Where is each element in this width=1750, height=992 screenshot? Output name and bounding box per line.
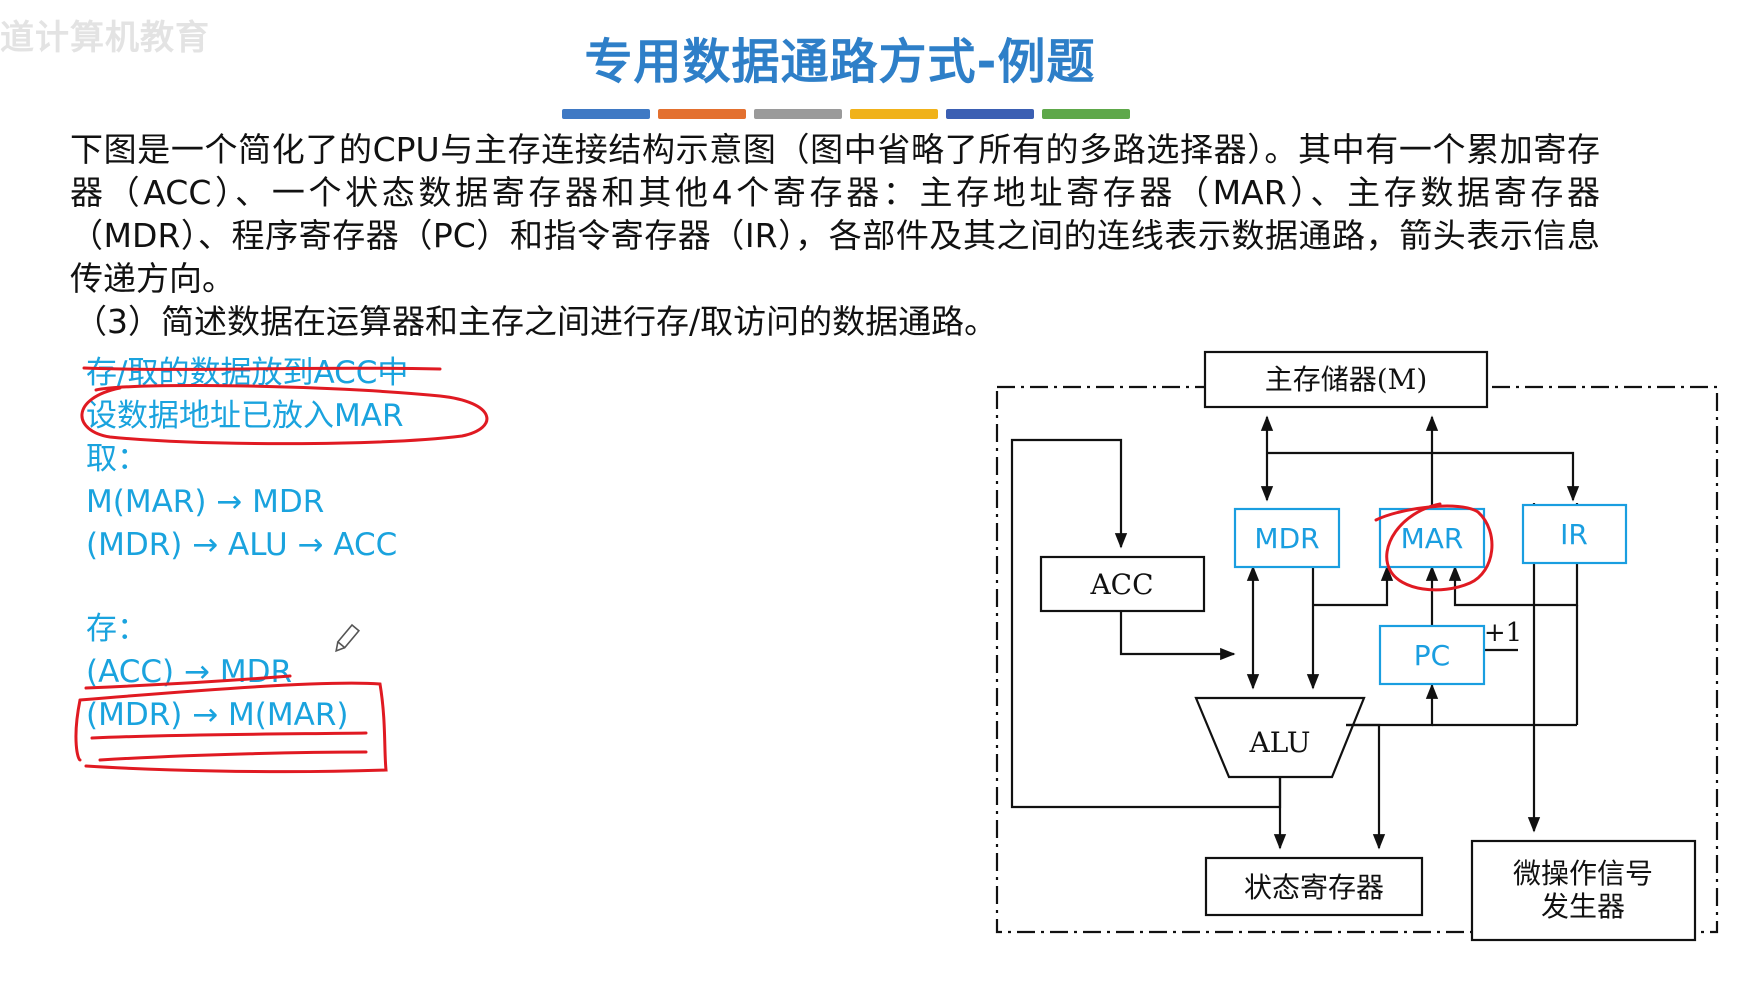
slide-title: 专用数据通路方式-例题 (584, 34, 1096, 90)
mdr-label: MDR (1254, 522, 1319, 555)
micro-op-label-1: 微操作信号 (1513, 857, 1653, 890)
ir-label: IR (1560, 518, 1588, 551)
alu-label: ALU (1249, 726, 1311, 759)
acc-label: ACC (1089, 568, 1153, 601)
cpu-boundary (995, 385, 1719, 934)
fetch-step-1: M(MAR) → MDR (86, 484, 325, 520)
color-bar-5 (946, 109, 1034, 119)
question-paragraph: 下图是一个简化了的CPU与主存连接结构示意图（图中省略了所有的多路选择器）。其中… (70, 130, 1600, 298)
mar-label: MAR (1401, 522, 1464, 555)
underline-store-2b (98, 750, 368, 762)
store-label: 存： (86, 611, 148, 647)
watermark-logo: 道计算机教育 (0, 18, 210, 58)
answer-line-2: 设数据地址已放入MAR (86, 398, 404, 434)
cpu-memory-diagram: 主存储器(M) ACC ALU 状态寄存器 微操作信号 发生器 +1 MDR M… (995, 350, 1719, 942)
ir-box (1521, 503, 1628, 565)
pc-label: PC (1414, 639, 1450, 672)
status-register-box (1204, 856, 1424, 917)
answer-notes: 存/取的数据放到ACC中 设数据地址已放入MAR 取： M(MAR) → MDR… (86, 352, 408, 737)
main-memory-label: 主存储器(M) (1265, 363, 1428, 396)
question-sub: （3）简述数据在运算器和主存之间进行存/取访问的数据通路。 (74, 302, 998, 341)
color-bar-3 (754, 109, 842, 119)
answer-line-1: 存/取的数据放到ACC中 (86, 355, 409, 391)
question-text: 下图是一个简化了的CPU与主存连接结构示意图（图中省略了所有的多路选择器）。其中… (70, 128, 1600, 343)
plus-one-label: +1 (1484, 618, 1522, 648)
color-bar-1 (562, 109, 650, 119)
pc-box (1378, 624, 1486, 686)
color-bar-4 (850, 109, 938, 119)
acc-box (1039, 555, 1206, 613)
color-bar-2 (658, 109, 746, 119)
color-bar-6 (1042, 109, 1130, 119)
mdr-box (1233, 507, 1341, 569)
main-memory-box (1203, 350, 1489, 409)
micro-op-generator-box (1470, 839, 1697, 942)
alu-shape (1194, 696, 1366, 779)
fetch-step-2: (MDR) → ALU → ACC (86, 527, 398, 563)
status-register-label: 状态寄存器 (1244, 871, 1384, 904)
micro-op-label-2: 发生器 (1541, 890, 1625, 923)
store-step-2: (MDR) → M(MAR) (86, 697, 349, 733)
fetch-label: 取： (86, 441, 148, 477)
store-step-1: (ACC) → MDR (86, 654, 292, 690)
